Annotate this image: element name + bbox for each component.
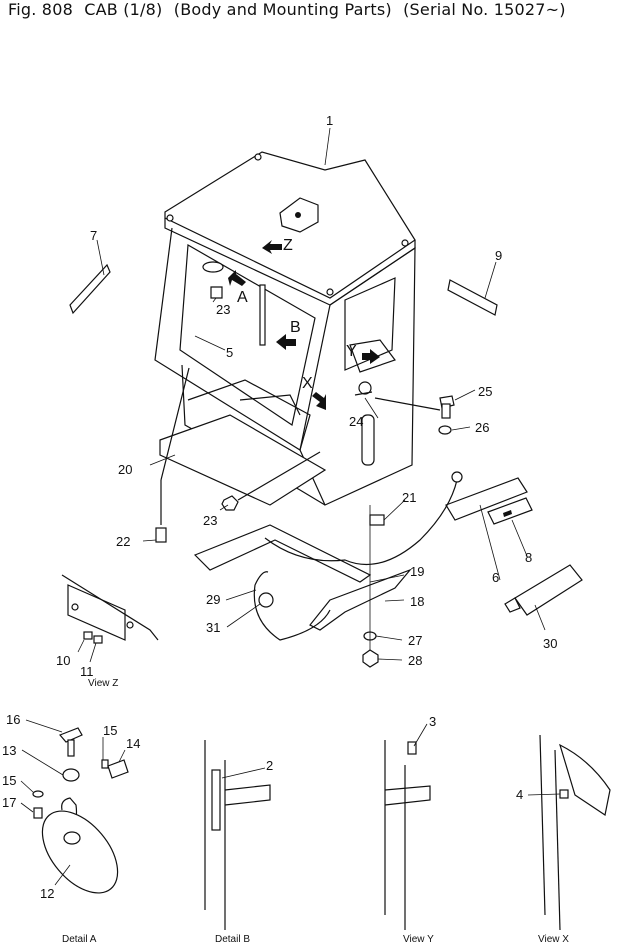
- floor-mat: [159, 414, 327, 506]
- callout-3: 3: [429, 714, 436, 729]
- view-captions: View Z Detail A Detail B View Y View X: [62, 678, 569, 944]
- caption-view-z: View Z: [88, 678, 118, 689]
- callout-5: 5: [226, 345, 233, 360]
- callout-25: 25: [478, 384, 492, 399]
- callout-24: 24: [349, 414, 363, 429]
- callout-8: 8: [525, 550, 532, 565]
- callout-14: 14: [126, 736, 140, 751]
- caption-detail-a: Detail A: [62, 934, 97, 944]
- callout-7: 7: [90, 228, 97, 243]
- view-letter-b: B: [290, 319, 301, 336]
- callout-19: 19: [410, 564, 424, 579]
- callout-12: 12: [40, 886, 54, 901]
- callout-16: 16: [6, 712, 20, 727]
- detail-b-illustration: [204, 740, 271, 930]
- figure-header: Fig. 808 CAB (1/8) (Body and Mounting Pa…: [8, 0, 572, 19]
- caption-view-x: View X: [538, 934, 569, 944]
- callout-30: 30: [543, 636, 557, 651]
- figure-name: CAB (1/8): [84, 0, 163, 19]
- callout-20: 20: [118, 462, 132, 477]
- view-z-illustration: [61, 574, 159, 644]
- callout-28: 28: [408, 653, 422, 668]
- callout-21: 21: [402, 490, 416, 505]
- callout-18: 18: [410, 594, 424, 609]
- callout-15-upper: 15: [103, 723, 117, 738]
- callout-13: 13: [2, 743, 16, 758]
- view-letter-x: X: [302, 375, 313, 392]
- callout-9: 9: [495, 248, 502, 263]
- callout-29: 29: [206, 592, 220, 607]
- callout-23-upper: 23: [216, 302, 230, 317]
- cab-fasteners: [155, 286, 455, 543]
- figure-description: (Body and Mounting Parts): [173, 0, 392, 19]
- callout-6: 6: [492, 570, 499, 585]
- part-callouts: 1 7 9 23 5 25 24 26 20 21 23 22 8 19 6 2…: [2, 113, 557, 901]
- decal-large: [445, 477, 528, 521]
- callout-27: 27: [408, 633, 422, 648]
- view-arrows: [228, 240, 380, 410]
- view-letter-z: Z: [283, 237, 293, 254]
- harness-assembly: [193, 471, 463, 668]
- decal-left: [69, 263, 111, 315]
- callout-10: 10: [56, 653, 70, 668]
- detail-a-illustration: [32, 727, 129, 894]
- decal-right: [447, 279, 498, 316]
- view-y-illustration: [384, 740, 431, 930]
- callout-22: 22: [116, 534, 130, 549]
- view-letter-y: Y: [346, 343, 357, 360]
- callout-31: 31: [206, 620, 220, 635]
- view-letter-a: A: [237, 289, 248, 306]
- caption-detail-b: Detail B: [215, 934, 250, 944]
- figure-number: Fig. 808: [8, 0, 73, 19]
- callout-23-lower: 23: [203, 513, 217, 528]
- callout-15-lower: 15: [2, 773, 16, 788]
- serial-range: (Serial No. 15027~): [403, 0, 566, 19]
- callout-2: 2: [266, 758, 273, 773]
- leader-lines: [20, 127, 561, 886]
- callout-17: 17: [2, 795, 16, 810]
- cab-body: [154, 151, 416, 506]
- callout-1: 1: [326, 113, 333, 128]
- callout-4: 4: [516, 787, 523, 802]
- callout-26: 26: [475, 420, 489, 435]
- caption-view-y: View Y: [403, 934, 434, 944]
- view-x-illustration: [539, 734, 611, 931]
- callout-11: 11: [80, 664, 94, 679]
- sealant-tube: [504, 564, 583, 616]
